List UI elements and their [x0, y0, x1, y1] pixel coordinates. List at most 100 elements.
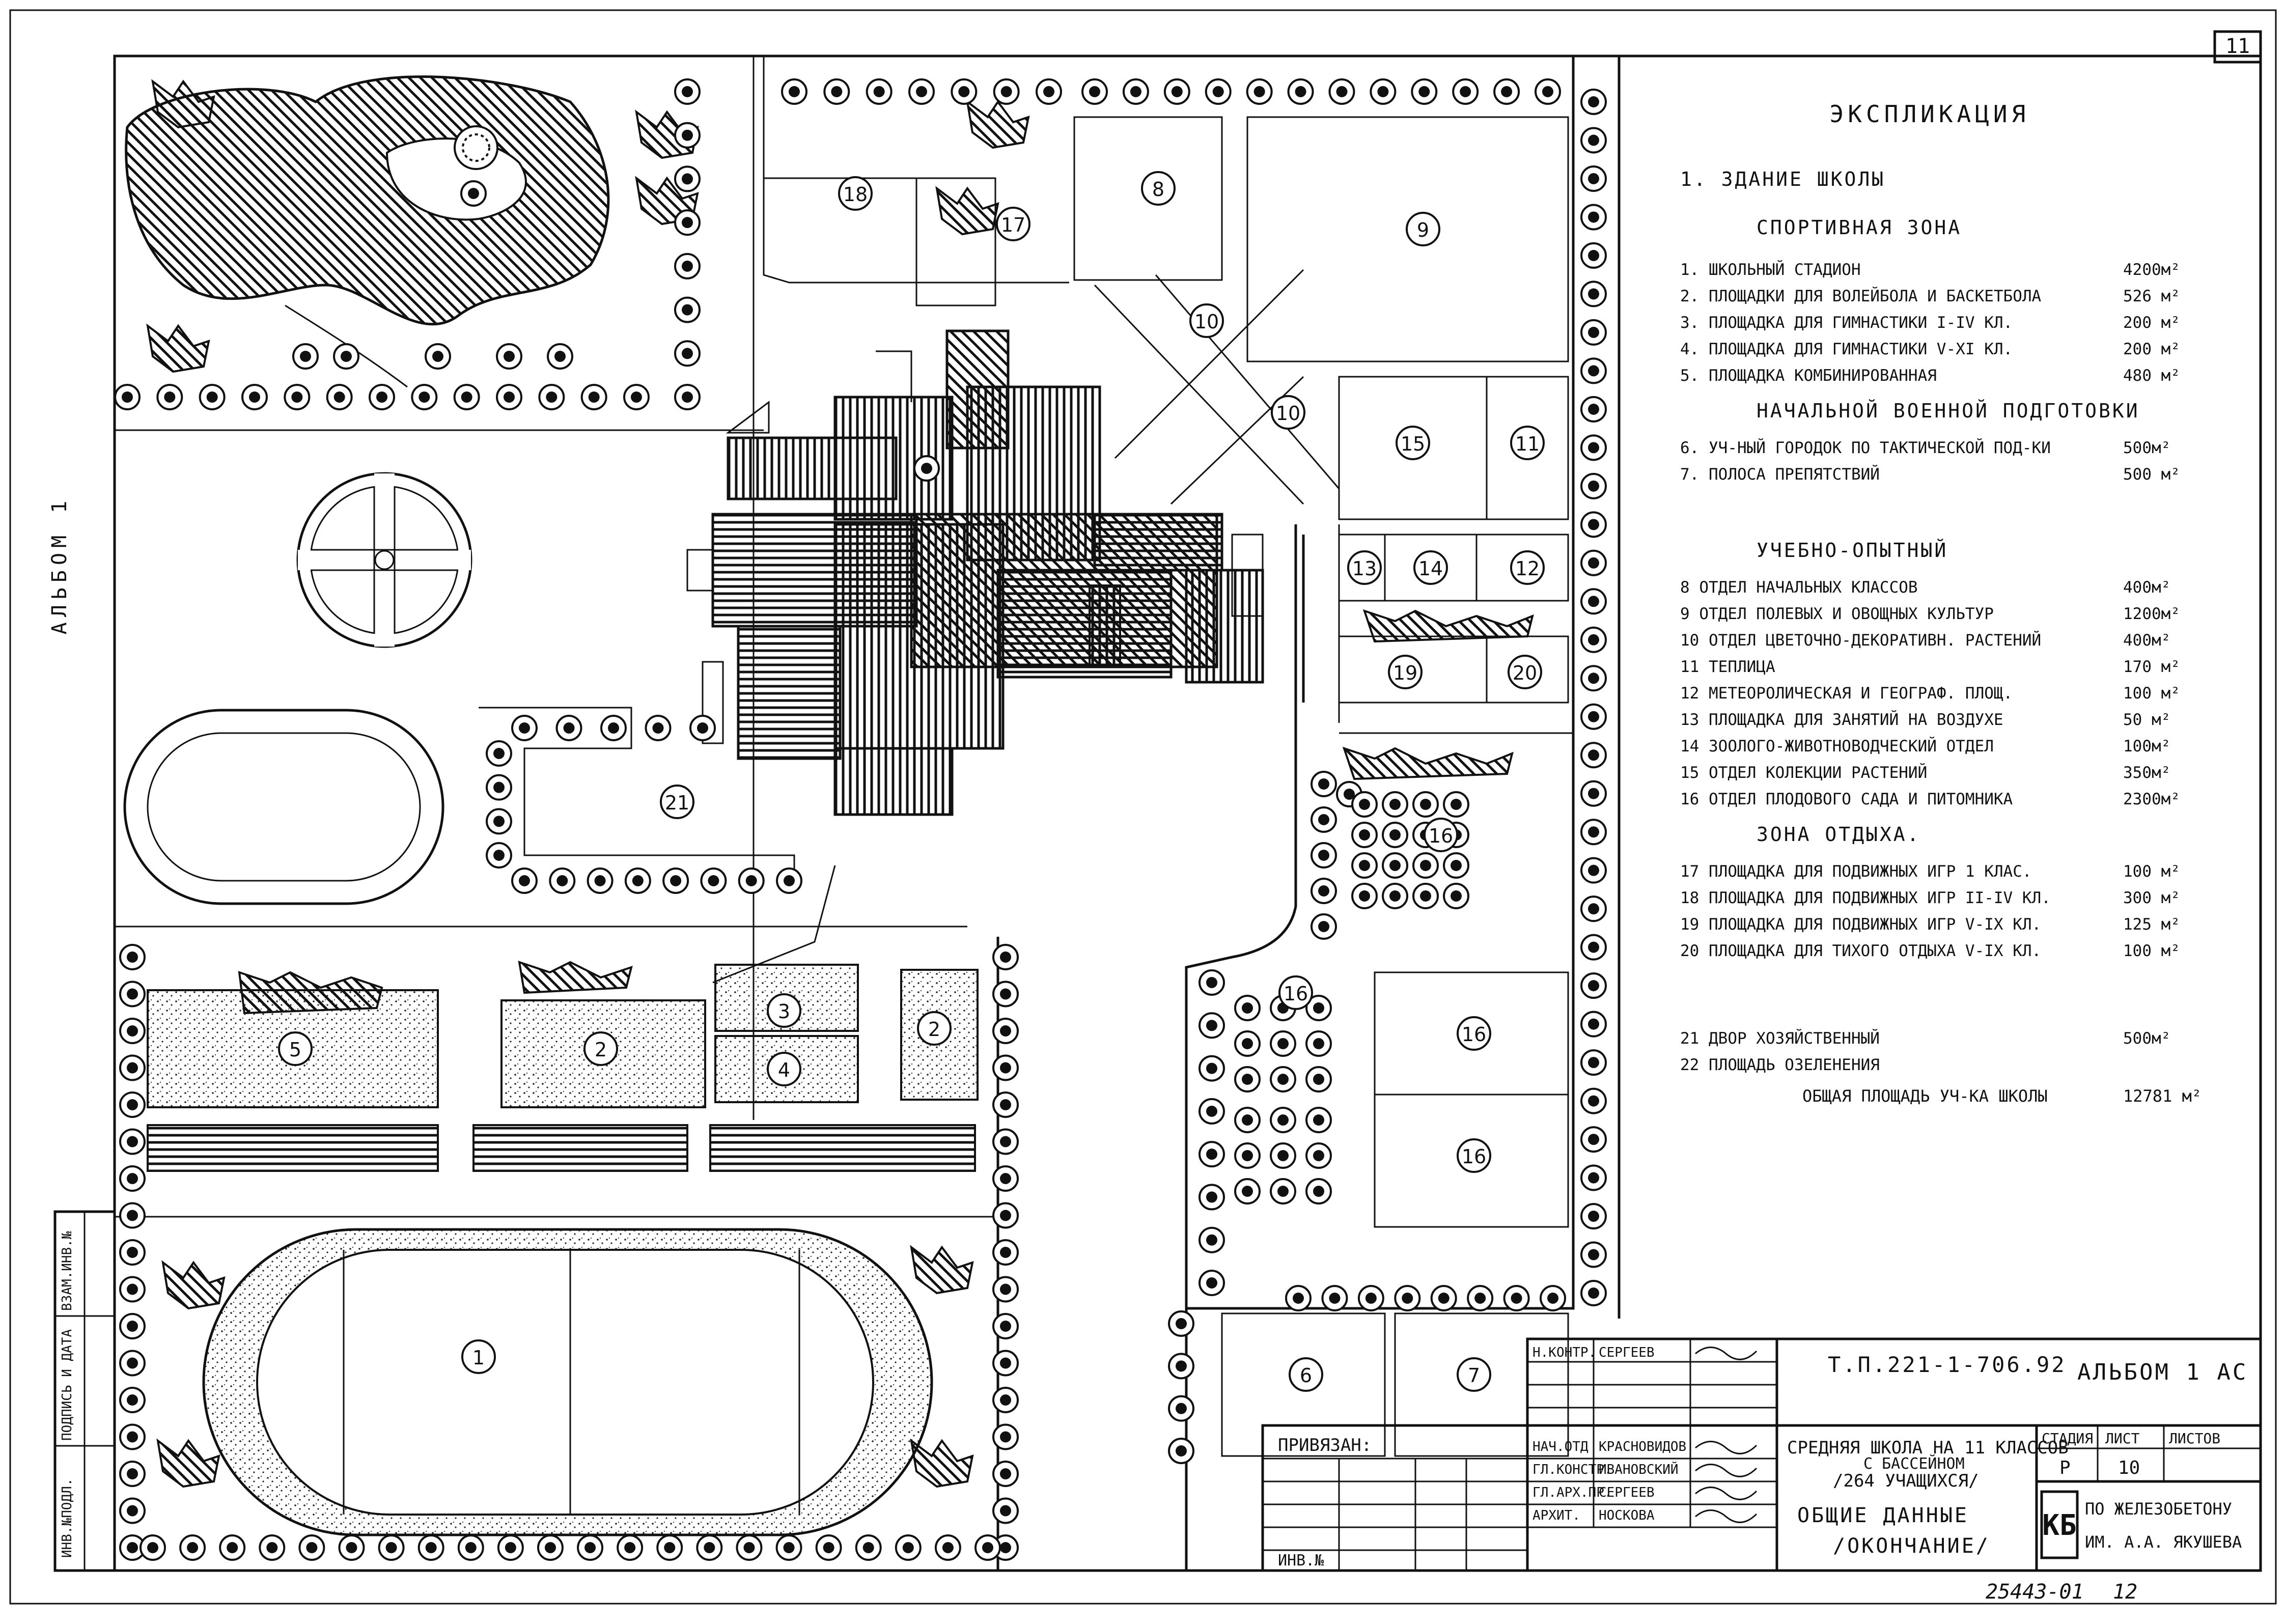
- tree-symbol: [624, 867, 651, 894]
- svg-text:17: 17: [1001, 214, 1025, 236]
- tree-symbol: [1081, 78, 1108, 105]
- zone-label: 15: [1396, 426, 1430, 460]
- archive-page: 12: [2113, 1580, 2137, 1604]
- legend-item-value: 50 м²: [2123, 711, 2170, 729]
- legend-item-value: 100 м²: [2123, 862, 2180, 881]
- tree-symbol: [547, 343, 573, 370]
- legend-item-label: 18 ПЛОЩАДКА ДЛЯ ПОДВИЖНЫХ ИГР II-IV КЛ.: [1680, 889, 2051, 907]
- tree-symbol: [1443, 883, 1469, 909]
- role-label: Н.КОНТР.: [1532, 1345, 1596, 1360]
- tree-symbol: [1580, 819, 1607, 846]
- tree-symbol: [775, 1534, 802, 1561]
- legend-item-value: 200 м²: [2123, 340, 2180, 358]
- tree-symbol: [1580, 895, 1607, 922]
- tree-symbol: [179, 1534, 206, 1561]
- tree-symbol: [1199, 1055, 1225, 1082]
- legend-item-value: 125 м²: [2123, 915, 2180, 934]
- legend-section-heading: ЗОНА ОТДЫХА.: [1757, 823, 1921, 846]
- tree-symbol: [1357, 1285, 1384, 1311]
- legend-item-label: 8 ОТДЕЛ НАЧАЛЬНЫХ КЛАССОВ: [1680, 578, 1918, 597]
- tree-symbol: [457, 1534, 484, 1561]
- tree-symbol: [1311, 913, 1337, 940]
- tree-symbol: [577, 1534, 604, 1561]
- tree-symbol: [537, 1534, 564, 1561]
- tree-symbol: [1580, 357, 1607, 384]
- sheet-value: 10: [2118, 1458, 2140, 1478]
- tree-symbol: [689, 715, 716, 741]
- legend-extra-value: 500м²: [2123, 1029, 2170, 1048]
- svg-text:13: 13: [1352, 557, 1377, 580]
- project-title-2: С БАССЕЙНОМ: [1863, 1454, 1965, 1473]
- svg-text:3: 3: [778, 1000, 790, 1023]
- tree-symbol: [992, 981, 1019, 1007]
- svg-text:16: 16: [1429, 825, 1453, 847]
- tree-symbol: [1443, 791, 1469, 818]
- tree-symbol: [1580, 1011, 1607, 1038]
- tree-symbol: [1580, 934, 1607, 961]
- tree-symbol: [1287, 78, 1314, 105]
- signature-icon: [1695, 1441, 1758, 1454]
- tree-symbol: [1351, 822, 1378, 848]
- sheet-header: ЛИСТ: [2105, 1430, 2140, 1447]
- album-side-label: АЛЬБОМ 1: [48, 496, 71, 635]
- legend-item-value: 170 м²: [2123, 658, 2180, 676]
- zone-label: 5: [278, 1031, 313, 1066]
- tree-symbol: [1580, 242, 1607, 269]
- tree-symbol: [674, 340, 701, 367]
- tree-symbol: [1580, 396, 1607, 423]
- tree-symbol: [119, 1461, 146, 1487]
- legend-item-label: 16 ОТДЕЛ ПЛОДОВОГО САДА И ПИТОМНИКА: [1680, 790, 2013, 808]
- tree-symbol: [1580, 626, 1607, 653]
- inv-label: ИНВ.№: [1278, 1552, 1324, 1570]
- tree-symbol: [674, 384, 701, 410]
- svg-text:20: 20: [1513, 662, 1537, 684]
- tree-symbol: [1305, 1178, 1332, 1205]
- zone-label: 14: [1413, 550, 1448, 585]
- tree-symbol: [486, 842, 512, 869]
- tree-symbol: [600, 715, 627, 741]
- legend-item-label: 3. ПЛОЩАДКА ДЛЯ ГИМНАСТИКИ I-IV КЛ.: [1680, 314, 2013, 332]
- stage-value: Р: [2059, 1458, 2071, 1478]
- tree-symbol: [1467, 1285, 1494, 1311]
- tree-symbol: [333, 343, 359, 370]
- tree-symbol: [1351, 883, 1378, 909]
- tree-symbol: [1370, 78, 1397, 105]
- svg-text:19: 19: [1393, 662, 1417, 684]
- legend-item-value: 400м²: [2123, 578, 2170, 597]
- role-label: ГЛ.АРХ.ПР.: [1532, 1485, 1612, 1500]
- tree-symbol: [1580, 549, 1607, 576]
- tree-symbol: [1580, 281, 1607, 307]
- tree-symbol: [992, 1128, 1019, 1155]
- tree-symbol: [736, 1534, 763, 1561]
- tree-symbol: [974, 1534, 1001, 1561]
- tree-symbol: [119, 1497, 146, 1524]
- tree-symbol: [119, 1018, 146, 1044]
- tree-symbol: [1580, 434, 1607, 461]
- tree-symbol: [1382, 852, 1408, 879]
- tree-symbol: [1234, 1142, 1261, 1169]
- tree-symbol: [992, 1387, 1019, 1413]
- tree-symbol: [855, 1534, 882, 1561]
- svg-text:16: 16: [1462, 1145, 1486, 1168]
- tree-symbol: [1580, 165, 1607, 192]
- tree-symbol: [284, 384, 311, 410]
- sheet-title-2: /ОКОНЧАНИЕ/: [1833, 1534, 1990, 1558]
- tree-symbol: [1122, 78, 1149, 105]
- legend-section-heading: НАЧАЛЬНОЙ ВОЕННОЙ ПОДГОТОВКИ: [1757, 400, 2140, 422]
- tree-symbol: [140, 1534, 166, 1561]
- org-line-1: ПО ЖЕЛЕЗОБЕТОНУ: [2085, 1499, 2232, 1519]
- tree-symbol: [1580, 703, 1607, 730]
- tree-symbol: [1328, 78, 1355, 105]
- tree-symbol: [674, 78, 701, 105]
- legend-section-heading: СПОРТИВНАЯ ЗОНА: [1757, 216, 1962, 239]
- tree-symbol: [1234, 995, 1261, 1021]
- legend-item-value: 2300м²: [2123, 790, 2180, 808]
- tree-symbol: [119, 1239, 146, 1266]
- svg-text:10: 10: [1194, 311, 1219, 333]
- zone-label: 10: [1271, 395, 1305, 430]
- legend-item-label: 14 ЗООЛОГО-ЖИВОТНОВОДЧЕСКИЙ ОТДЕЛ: [1680, 737, 1994, 755]
- tree-symbol: [298, 1534, 325, 1561]
- legend-section-heading: УЧЕБНО-ОПЫТНЫЙ: [1757, 539, 1948, 562]
- zone-label: 7: [1457, 1357, 1491, 1392]
